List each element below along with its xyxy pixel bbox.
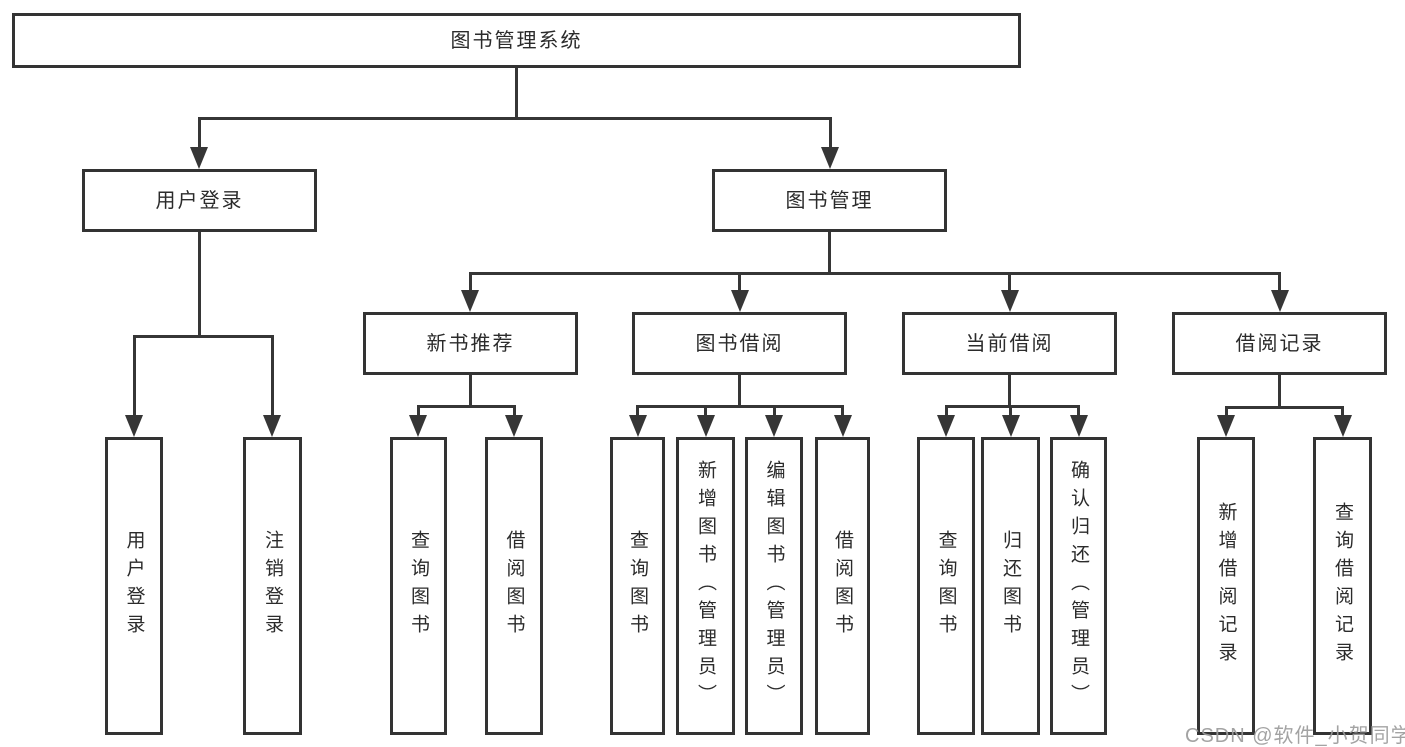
- connector-stub: [738, 375, 741, 407]
- connector-drop: [416, 405, 420, 421]
- arrow-down-icon: [1217, 415, 1235, 437]
- node-label-cb-confirm: 确认归还（管理员）: [1068, 460, 1089, 712]
- node-label-ul-login: 用户登录: [123, 530, 145, 642]
- connector-bar: [197, 117, 832, 120]
- arrow-down-icon: [125, 415, 143, 437]
- arrow-down-icon: [937, 415, 955, 437]
- connector-drop: [1224, 406, 1228, 421]
- node-box-cb-query: 查询图书: [917, 437, 975, 735]
- node-label-bb-edit: 编辑图书（管理员）: [763, 460, 785, 712]
- connector-drop: [1008, 272, 1011, 296]
- node-label-cb-query: 查询图书: [935, 530, 957, 642]
- node-label-bb-borrow: 借阅图书: [832, 530, 853, 642]
- arrow-down-icon: [263, 415, 281, 437]
- arrow-down-icon: [409, 415, 427, 437]
- connector-drop: [270, 335, 274, 421]
- node-box-cb: 当前借阅: [902, 312, 1117, 375]
- arrow-down-icon: [190, 147, 208, 169]
- connector-drop: [636, 405, 639, 421]
- connector-bar: [944, 405, 1080, 408]
- connector-stub: [515, 68, 518, 119]
- node-label-bb: 图书借阅: [695, 332, 784, 355]
- node-box-cb-confirm: 确认归还（管理员）: [1050, 437, 1107, 735]
- connector-drop: [1278, 272, 1281, 296]
- connector-bar: [636, 405, 844, 408]
- arrow-down-icon: [833, 415, 852, 437]
- connector-drop: [772, 405, 776, 421]
- node-box-bb-borrow: 借阅图书: [815, 437, 870, 735]
- node-label-nbr: 新书推荐: [426, 332, 515, 355]
- csdn-watermark: CSDN @软件_小贺同学: [1185, 725, 1405, 747]
- node-box-book-mgmt: 图书管理: [712, 169, 947, 232]
- arrow-down-icon: [1333, 415, 1352, 437]
- node-box-user-login: 用户登录: [82, 169, 317, 232]
- connector-drop: [828, 117, 832, 153]
- connector-drop: [132, 335, 136, 421]
- connector-stub: [468, 375, 472, 407]
- connector-bar: [416, 405, 516, 408]
- connector-bar: [132, 335, 274, 338]
- node-label-bb-add: 新增图书（管理员）: [695, 460, 716, 712]
- arrow-down-icon: [1069, 415, 1088, 437]
- node-label-ul-logout: 注销登录: [262, 530, 283, 642]
- connector-drop: [468, 272, 472, 296]
- connector-drop: [1077, 405, 1080, 421]
- node-box-bb-add: 新增图书（管理员）: [676, 437, 735, 735]
- node-label-br: 借阅记录: [1235, 332, 1324, 355]
- connector-drop: [512, 405, 516, 421]
- node-label-root: 图书管理系统: [450, 29, 583, 52]
- node-label-br-query: 查询借阅记录: [1332, 502, 1353, 670]
- node-box-br-query: 查询借阅记录: [1313, 437, 1372, 735]
- arrow-down-icon: [1270, 290, 1289, 312]
- arrow-down-icon: [505, 415, 523, 437]
- node-box-bb-edit: 编辑图书（管理员）: [745, 437, 803, 735]
- node-box-nbr: 新书推荐: [363, 312, 578, 375]
- connector-stub: [1008, 375, 1011, 407]
- node-box-cb-return: 归还图书: [981, 437, 1040, 735]
- node-label-br-add: 新增借阅记录: [1215, 502, 1237, 670]
- connector-stub: [1278, 375, 1281, 408]
- node-box-ul-login: 用户登录: [105, 437, 163, 735]
- node-label-bb-query: 查询图书: [627, 530, 648, 642]
- connector-bar: [1224, 406, 1344, 409]
- connector-drop: [944, 405, 948, 421]
- arrow-down-icon: [1000, 290, 1019, 312]
- connector-drop: [1009, 405, 1012, 421]
- connector-drop: [1341, 406, 1344, 421]
- node-box-bb: 图书借阅: [632, 312, 847, 375]
- node-label-book-mgmt: 图书管理: [785, 189, 874, 212]
- connector-stub: [198, 232, 201, 337]
- node-box-br: 借阅记录: [1172, 312, 1387, 375]
- node-label-cb: 当前借阅: [965, 332, 1054, 355]
- arrow-down-icon: [628, 415, 647, 437]
- connector-drop: [738, 272, 741, 296]
- node-label-nbr-borrow: 借阅图书: [503, 530, 525, 642]
- connector-bar: [468, 272, 1281, 275]
- arrow-down-icon: [1001, 415, 1020, 437]
- node-box-ul-logout: 注销登录: [243, 437, 302, 735]
- arrow-down-icon: [765, 415, 783, 437]
- node-label-nbr-query: 查询图书: [408, 530, 429, 642]
- arrow-down-icon: [730, 290, 749, 312]
- arrow-down-icon: [461, 290, 479, 312]
- node-box-root: 图书管理系统: [12, 13, 1021, 68]
- connector-drop: [704, 405, 707, 421]
- arrow-down-icon: [821, 147, 839, 169]
- connector-drop: [197, 117, 201, 153]
- node-box-bb-query: 查询图书: [610, 437, 665, 735]
- arrow-down-icon: [696, 415, 715, 437]
- node-box-nbr-query: 查询图书: [390, 437, 447, 735]
- node-box-nbr-borrow: 借阅图书: [485, 437, 543, 735]
- connector-drop: [841, 405, 844, 421]
- node-box-br-add: 新增借阅记录: [1197, 437, 1255, 735]
- node-label-cb-return: 归还图书: [1000, 530, 1021, 642]
- connector-stub: [828, 232, 831, 274]
- node-label-user-login: 用户登录: [155, 189, 244, 212]
